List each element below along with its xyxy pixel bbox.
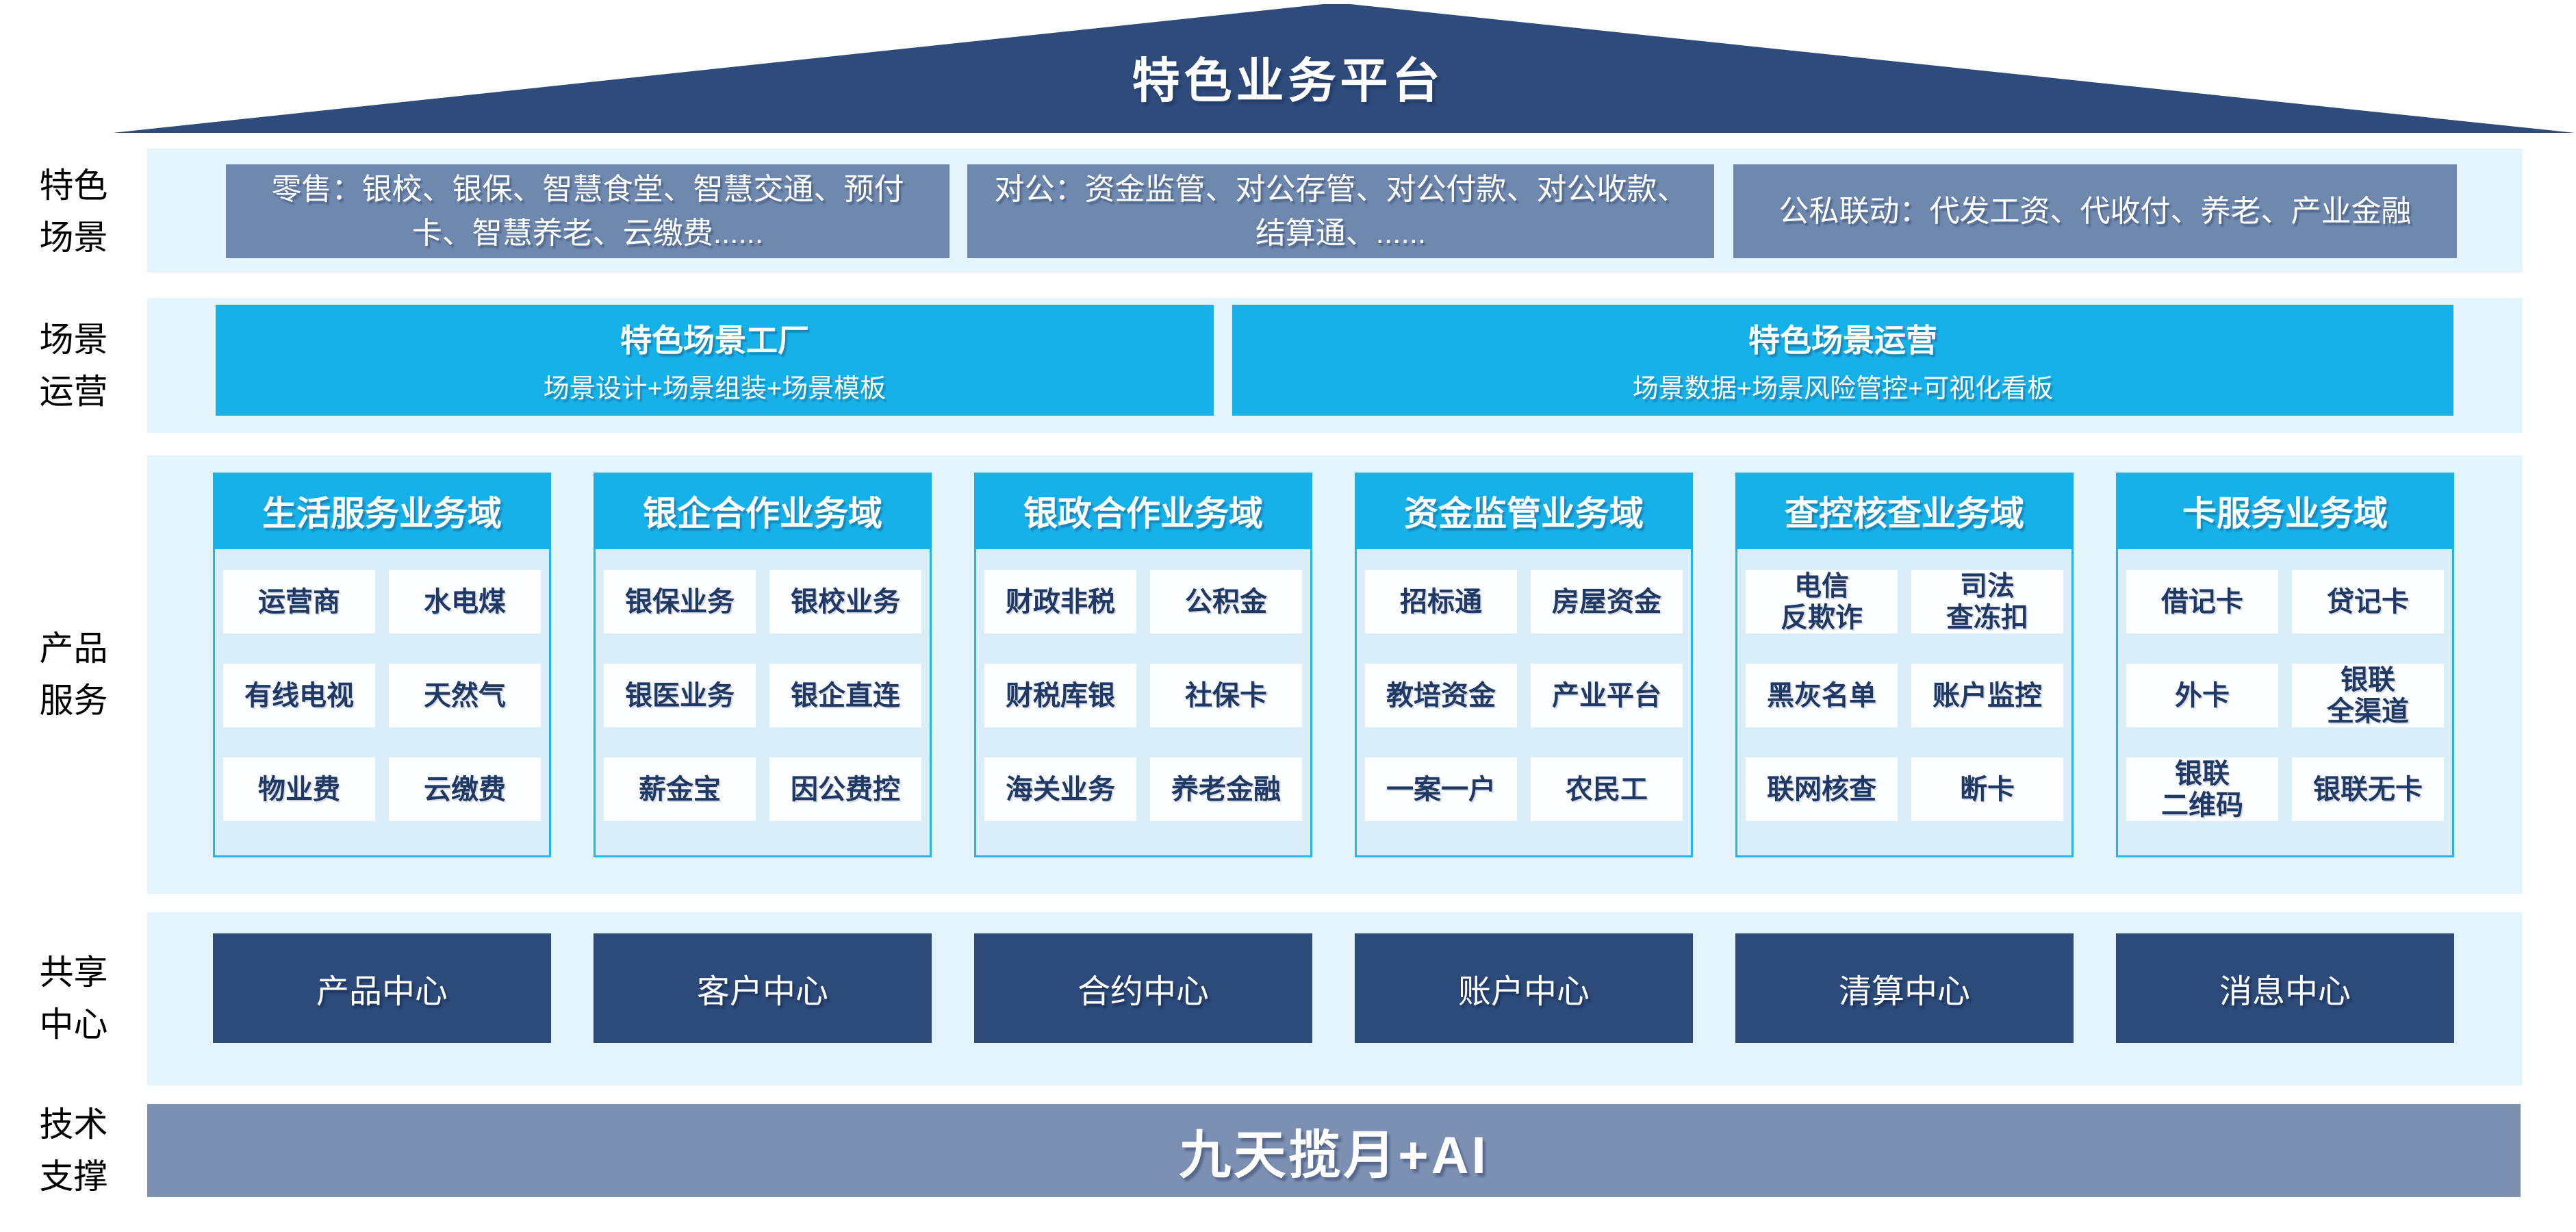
shared-center-message: 消息中心 — [2116, 933, 2454, 1043]
product-column-fund-supervision: 资金监管业务域 招标通 房屋资金 教培资金 产业平台 一案一户 农民工 — [1355, 473, 1693, 857]
rail-label-products: 产品 服务 — [39, 629, 108, 720]
operation-box-scene-operation: 特色场景运营 场景数据+场景风险管控+可视化看板 — [1232, 305, 2453, 416]
product-cell: 产业平台 — [1531, 664, 1683, 727]
product-cell: 银保业务 — [604, 570, 756, 633]
product-cell: 电信 反欺诈 — [1746, 570, 1898, 633]
operation-box-title: 特色场景运营 — [1748, 322, 1937, 358]
roof-shape — [113, 4, 2575, 133]
product-cell: 联网核查 — [1746, 757, 1898, 821]
scene-box-retail: 零售：银校、银保、智慧食堂、智慧交通、预付卡、智慧养老、云缴费...... — [226, 164, 949, 258]
rail-label-operations: 场景 运营 — [39, 320, 108, 411]
product-cell: 社保卡 — [1150, 664, 1302, 727]
shared-center-account: 账户中心 — [1355, 933, 1693, 1043]
product-cell: 运营商 — [223, 570, 375, 633]
product-column-header: 银政合作业务域 — [974, 473, 1312, 549]
product-column-bank-enterprise: 银企合作业务域 银保业务 银校业务 银医业务 银企直连 薪金宝 因公费控 — [594, 473, 932, 857]
product-cell: 断卡 — [1911, 757, 2063, 821]
shared-center-product: 产品中心 — [213, 933, 551, 1043]
product-cell: 外卡 — [2126, 664, 2278, 727]
product-cell: 房屋资金 — [1531, 570, 1683, 633]
product-cell: 司法 查冻扣 — [1911, 570, 2063, 633]
product-column-header: 资金监管业务域 — [1355, 473, 1693, 549]
product-cell: 水电煤 — [389, 570, 541, 633]
product-cell: 公积金 — [1150, 570, 1302, 633]
rail-label-tech: 技术 支撑 — [39, 1105, 108, 1196]
product-cell: 农民工 — [1531, 757, 1683, 821]
product-column-body: 运营商 水电煤 有线电视 天然气 物业费 云缴费 — [213, 549, 551, 857]
product-cell: 天然气 — [389, 664, 541, 727]
product-cell: 因公费控 — [769, 757, 921, 821]
product-cell: 一案一户 — [1365, 757, 1517, 821]
product-column-header: 查控核查业务域 — [1735, 473, 2074, 549]
product-cell: 薪金宝 — [604, 757, 756, 821]
product-column-header: 生活服务业务域 — [213, 473, 551, 549]
product-cell: 账户监控 — [1911, 664, 2063, 727]
product-column-body: 财政非税 公积金 财税库银 社保卡 海关业务 养老金融 — [974, 549, 1312, 857]
tech-support-bar: 九天揽月+AI — [147, 1104, 2521, 1197]
scene-box-corporate: 对公：资金监管、对公存管、对公付款、对公收款、结算通、...... — [967, 164, 1714, 258]
product-cell: 银联无卡 — [2292, 757, 2444, 821]
product-cell: 招标通 — [1365, 570, 1517, 633]
shared-center-clearing: 清算中心 — [1735, 933, 2074, 1043]
rail-label-centers: 共享 中心 — [39, 953, 108, 1044]
product-column-life-services: 生活服务业务域 运营商 水电煤 有线电视 天然气 物业费 云缴费 — [213, 473, 551, 857]
product-cell: 银联 全渠道 — [2292, 664, 2444, 727]
product-cell: 银企直连 — [769, 664, 921, 727]
product-cell: 财政非税 — [984, 570, 1136, 633]
product-cell: 云缴费 — [389, 757, 541, 821]
shared-center-contract: 合约中心 — [974, 933, 1312, 1043]
operation-box-subtitle: 场景设计+场景组装+场景模板 — [543, 375, 887, 404]
product-cell: 有线电视 — [223, 664, 375, 727]
product-column-inquiry-control: 查控核查业务域 电信 反欺诈 司法 查冻扣 黑灰名单 账户监控 联网核查 断卡 — [1735, 473, 2074, 857]
scene-box-public-private: 公私联动：代发工资、代收付、养老、产业金融 — [1733, 164, 2457, 258]
product-column-body: 招标通 房屋资金 教培资金 产业平台 一案一户 农民工 — [1355, 549, 1693, 857]
product-column-body: 电信 反欺诈 司法 查冻扣 黑灰名单 账户监控 联网核查 断卡 — [1735, 549, 2074, 857]
platform-title: 特色业务平台 — [1132, 54, 1444, 108]
product-column-card-services: 卡服务业务域 借记卡 贷记卡 外卡 银联 全渠道 银联 二维码 银联无卡 — [2116, 473, 2454, 857]
product-cell: 教培资金 — [1365, 664, 1517, 727]
product-cell: 银医业务 — [604, 664, 756, 727]
product-column-body: 借记卡 贷记卡 外卡 银联 全渠道 银联 二维码 银联无卡 — [2116, 549, 2454, 857]
product-cell: 贷记卡 — [2292, 570, 2444, 633]
product-cell: 养老金融 — [1150, 757, 1302, 821]
operation-box-scene-factory: 特色场景工厂 场景设计+场景组装+场景模板 — [216, 305, 1214, 416]
product-cell: 银校业务 — [769, 570, 921, 633]
product-cell: 财税库银 — [984, 664, 1136, 727]
product-column-bank-government: 银政合作业务域 财政非税 公积金 财税库银 社保卡 海关业务 养老金融 — [974, 473, 1312, 857]
shared-center-customer: 客户中心 — [594, 933, 932, 1043]
operation-box-subtitle: 场景数据+场景风险管控+可视化看板 — [1632, 375, 2054, 404]
product-cell: 借记卡 — [2126, 570, 2278, 633]
operation-box-title: 特色场景工厂 — [620, 322, 809, 358]
product-column-header: 银企合作业务域 — [594, 473, 932, 549]
rail-label-scenes: 特色 场景 — [39, 166, 108, 257]
product-column-header: 卡服务业务域 — [2116, 473, 2454, 549]
product-cell: 银联 二维码 — [2126, 757, 2278, 821]
product-cell: 海关业务 — [984, 757, 1136, 821]
product-cell: 黑灰名单 — [1746, 664, 1898, 727]
product-cell: 物业费 — [223, 757, 375, 821]
product-column-body: 银保业务 银校业务 银医业务 银企直连 薪金宝 因公费控 — [594, 549, 932, 857]
